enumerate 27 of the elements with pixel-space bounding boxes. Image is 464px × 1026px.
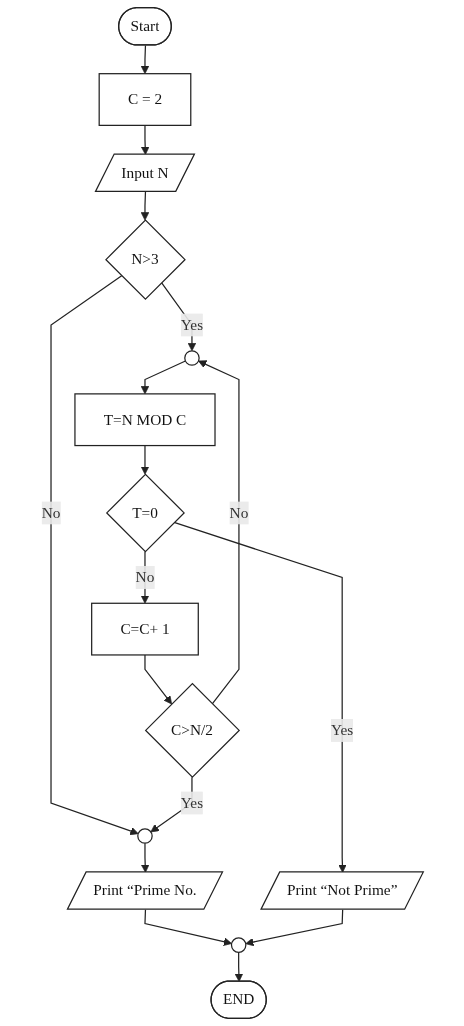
edge-label: No <box>229 504 248 521</box>
arrow <box>244 909 343 947</box>
edge-label: Yes <box>180 794 203 811</box>
node-circle <box>183 350 200 366</box>
edge-label: Yes <box>180 316 203 333</box>
arrow <box>140 44 149 75</box>
node-diamond: N>3 <box>104 219 186 300</box>
arrow <box>234 951 243 982</box>
node-diamond: C>N/2 <box>144 682 240 779</box>
edge-label: No <box>41 504 60 521</box>
arrow <box>143 654 172 705</box>
arrow <box>49 275 139 836</box>
edge-label: Yes <box>330 721 353 739</box>
arrow <box>140 444 149 475</box>
arrow <box>140 360 186 395</box>
arrow <box>140 124 149 155</box>
node-circle <box>230 937 246 953</box>
node-box: C=C+ 1 <box>90 602 199 656</box>
node-diamond: T=0 <box>105 473 185 553</box>
node-box: C = 2 <box>98 73 191 126</box>
node-box: T=N MOD C <box>73 393 216 447</box>
edge-label: No <box>135 568 154 586</box>
arrow <box>150 776 193 833</box>
node-circle <box>136 828 153 844</box>
arrow <box>197 360 240 705</box>
arrow <box>140 191 149 221</box>
arrow <box>143 909 232 946</box>
